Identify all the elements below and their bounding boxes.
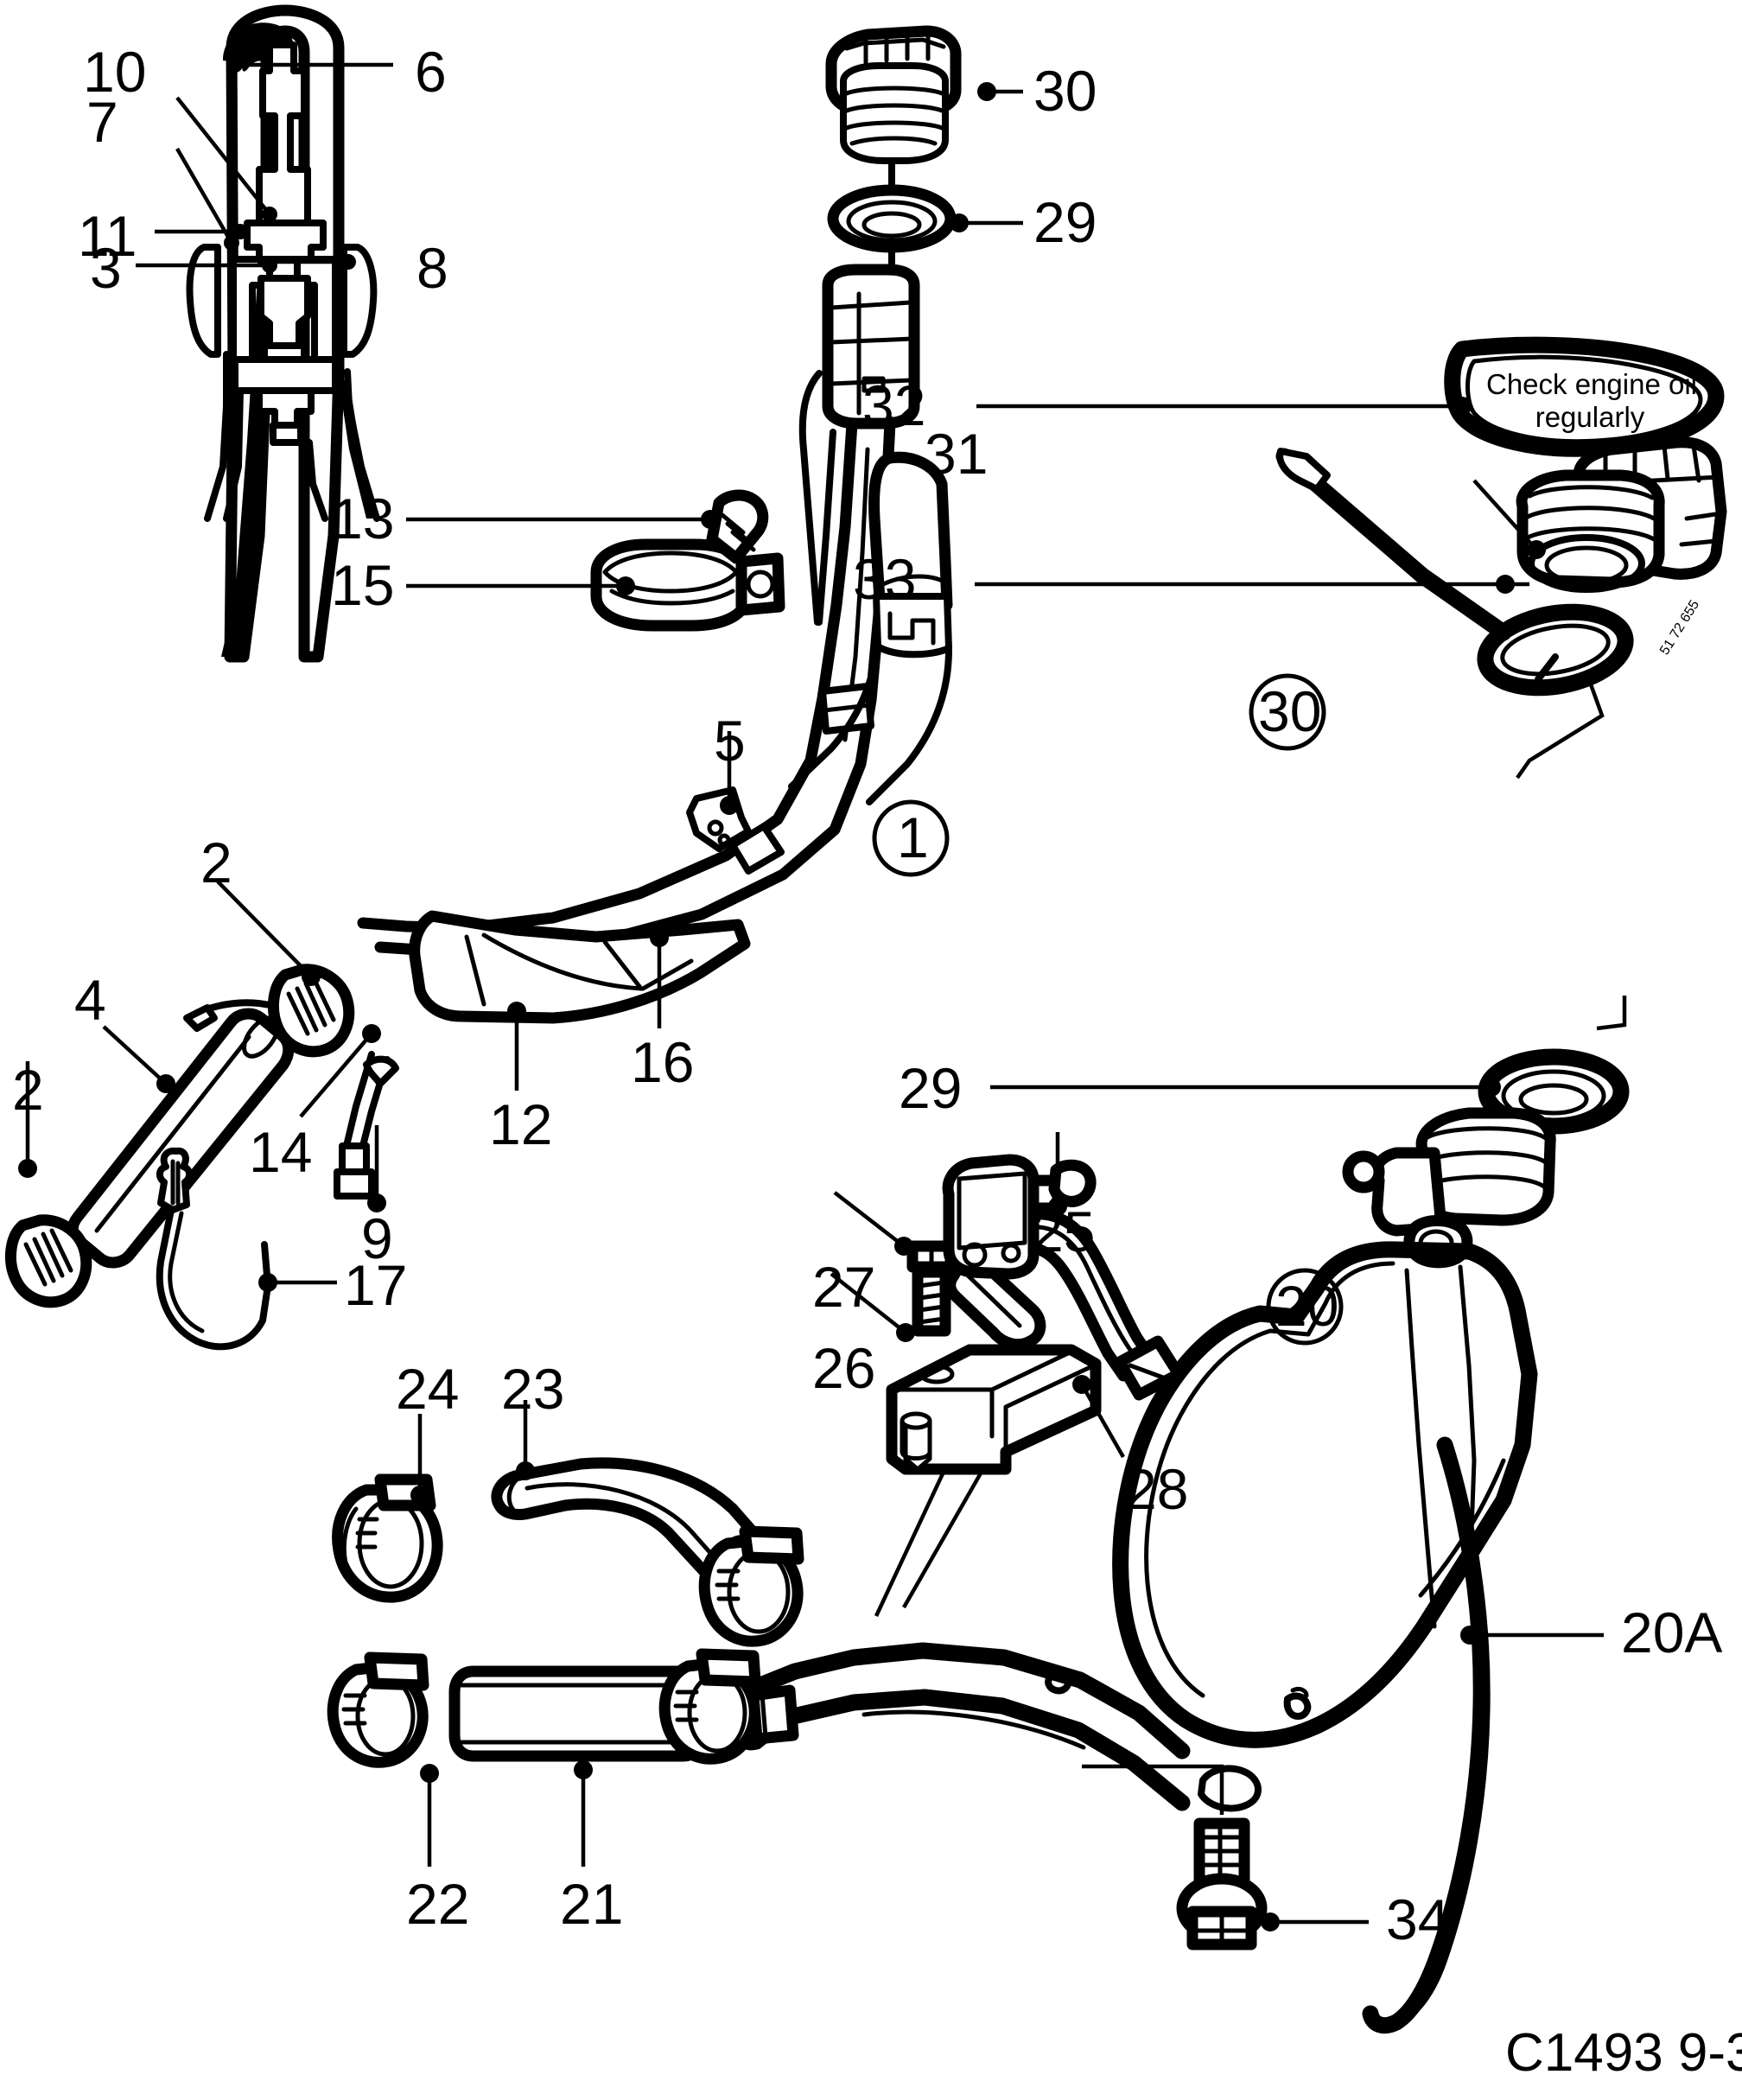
callout-30-top: 30 <box>1033 59 1097 123</box>
callout-3: 3 <box>90 236 122 300</box>
callout-7: 7 <box>86 90 118 154</box>
callout-27: 27 <box>812 1255 876 1319</box>
clamp-screw-13 <box>706 489 769 564</box>
hose-clip-21-right <box>658 1648 761 1765</box>
callout-10: 10 <box>83 40 147 104</box>
circled-callout-ring-30 <box>1249 673 1326 751</box>
callout-28: 28 <box>1125 1457 1189 1521</box>
callout-6: 6 <box>415 40 447 104</box>
callout-8: 8 <box>416 236 448 300</box>
earth-lead-9 <box>334 1051 399 1200</box>
connector-detail-inset <box>136 4 393 663</box>
callout-31: 31 <box>925 422 989 486</box>
breather-funnel-12 <box>409 910 751 1024</box>
callout-23: 23 <box>501 1357 565 1421</box>
hose-clip-24 <box>332 1473 443 1603</box>
hose-clamp-2-upper <box>268 964 355 1058</box>
sensor-lead-25 <box>942 1154 1185 1401</box>
oil-filler-neck-31 <box>1516 436 1727 593</box>
callout-12: 12 <box>489 1092 553 1156</box>
callout-4: 4 <box>74 968 106 1032</box>
callout-34: 34 <box>1386 1887 1450 1951</box>
hose-clamp-2-lower <box>5 1214 92 1308</box>
circled-callout-ring-1 <box>872 799 950 877</box>
warning-plate-line-1: Check engine oil <box>1486 368 1697 400</box>
callout-21: 21 <box>560 1872 624 1936</box>
callout-24: 24 <box>396 1357 460 1421</box>
filler-cap-30 <box>825 25 962 164</box>
tank-filler-neck <box>1342 1107 1556 1269</box>
callout-20a: 20A <box>1621 1600 1723 1664</box>
callout-leaders <box>18 82 1604 1931</box>
hose-clip-inline-23 <box>698 1525 804 1647</box>
seal-ring-29-top <box>827 184 957 253</box>
warning-plate-line-2: regularly <box>1535 401 1645 433</box>
mounting-bolt-34 <box>1082 1764 1268 1950</box>
callout-26: 26 <box>812 1336 876 1400</box>
bracket-screw-27 <box>906 1240 957 1337</box>
cap-tether-17 <box>156 1147 271 1351</box>
callout-1-circled: 1 <box>897 805 929 869</box>
callout-5: 5 <box>714 709 746 773</box>
filler-neck-shroud-12 <box>788 451 953 805</box>
callout-17: 17 <box>344 1253 408 1317</box>
callout-2-upper: 2 <box>200 830 232 894</box>
o-ring-33 <box>1477 603 1634 780</box>
callout-11: 11 <box>78 204 137 268</box>
dipstick-30 <box>1275 448 1512 641</box>
warning-plate-32 <box>1444 336 1725 457</box>
callout-29-tank: 29 <box>899 1056 963 1120</box>
callout-22: 22 <box>406 1872 470 1936</box>
callout-25: 25 <box>1032 1200 1096 1263</box>
callout-33: 33 <box>853 547 917 611</box>
tank-lower-outlet <box>721 1642 1191 1811</box>
callout-14: 14 <box>249 1120 313 1184</box>
callout-16: 16 <box>631 1030 695 1094</box>
earth-cable-14 <box>183 999 277 1032</box>
overflow-hose-20a <box>1362 1436 1491 2034</box>
mounting-bracket-26 <box>886 1344 1102 1475</box>
callout-13: 13 <box>331 487 395 550</box>
callout-32: 32 <box>862 373 926 437</box>
callout-20-circled: 20 <box>1275 1274 1339 1338</box>
hose-clip-22 <box>327 1651 429 1768</box>
callout-29-top: 29 <box>1033 190 1097 254</box>
drawing-number: C1493 9-3 <box>1505 2023 1742 2083</box>
callout-2-lower: 2 <box>12 1058 44 1122</box>
callout-30-circled: 30 <box>1258 679 1322 743</box>
callout-9: 9 <box>361 1206 393 1270</box>
callout-15: 15 <box>331 553 395 617</box>
circled-callout-ring-20 <box>1266 1268 1344 1346</box>
